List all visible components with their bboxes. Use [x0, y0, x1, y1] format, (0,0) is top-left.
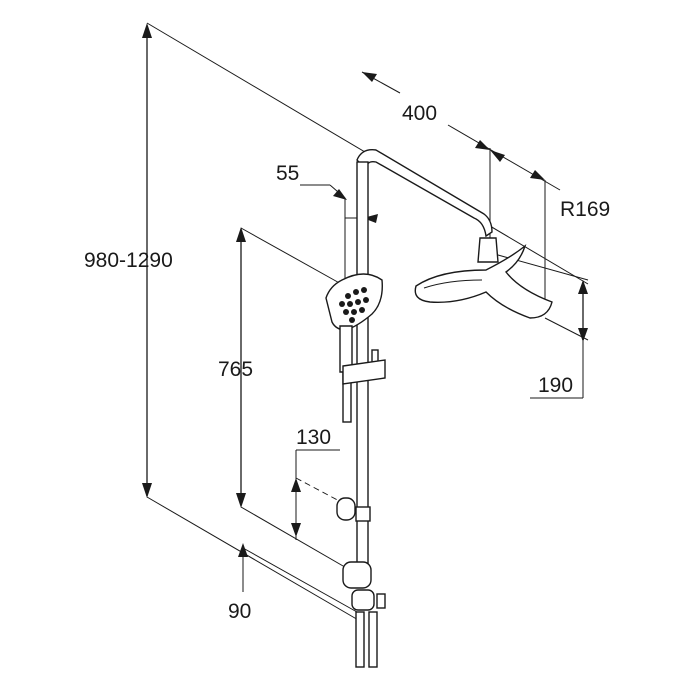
arrow-down-icon [291, 523, 301, 537]
label-radius: R169 [560, 198, 610, 221]
label-outlet-offset: 90 [228, 600, 251, 623]
shower-arm [356, 149, 493, 238]
extension-line-bottom [146, 496, 361, 622]
slider-holder [342, 349, 386, 385]
label-total-height: 980-1290 [84, 249, 173, 272]
head-body [414, 244, 553, 319]
arrow-up-icon [291, 478, 301, 492]
spray-nozzles-icon [339, 287, 369, 323]
connector-body [342, 561, 372, 589]
overhead-shower-head [414, 237, 553, 319]
arm-tube [356, 149, 493, 238]
dim-arm-length [361, 71, 561, 310]
label-head-height: 190 [538, 374, 573, 397]
label-slider-height: 765 [218, 358, 253, 381]
dim-outlet-offset [238, 543, 358, 613]
leader-diagonal [242, 547, 358, 613]
holder-cup [336, 497, 356, 521]
outlet-pipe-left [355, 611, 365, 668]
arrow-up-icon [578, 280, 588, 294]
arrow-right-icon [475, 140, 490, 150]
arrow-down-icon [236, 493, 246, 508]
arrow-radius-left-icon [490, 150, 505, 162]
holder-clamp [355, 506, 371, 522]
extension-line-top [240, 227, 344, 286]
label-handshower-offset: 55 [276, 162, 299, 185]
head-swivel-joint [477, 237, 499, 263]
arrow-radius-right-icon [530, 170, 545, 180]
arrow-rail-icon [363, 214, 378, 223]
extension-head-bottom [544, 317, 589, 341]
head-face-line [423, 279, 483, 289]
hand-shower [325, 273, 383, 423]
arrow-up-icon [236, 227, 246, 242]
arrow-icon [333, 189, 347, 200]
arrow-up-icon [142, 23, 152, 38]
slider-clamp [342, 359, 386, 385]
arrow-up-icon [238, 543, 248, 557]
diverter-body [351, 589, 375, 611]
label-arm-length: 400 [402, 102, 437, 125]
outlet-pipe-right [368, 611, 378, 668]
label-holder-distance: 130 [296, 426, 331, 449]
diverter-knob [376, 593, 386, 609]
dim-head-height [479, 249, 589, 399]
dim-holder-distance [291, 449, 361, 540]
dim-handshower-offset [300, 184, 378, 280]
lower-holder [336, 497, 371, 522]
arrow-down-icon [142, 483, 152, 498]
dim-slider-height [236, 227, 351, 571]
hand-shower-head [325, 273, 383, 331]
bottom-connector [342, 561, 386, 668]
leader-right [447, 124, 561, 191]
arrow-left-icon [362, 72, 377, 82]
arrow-down-icon [578, 328, 588, 342]
